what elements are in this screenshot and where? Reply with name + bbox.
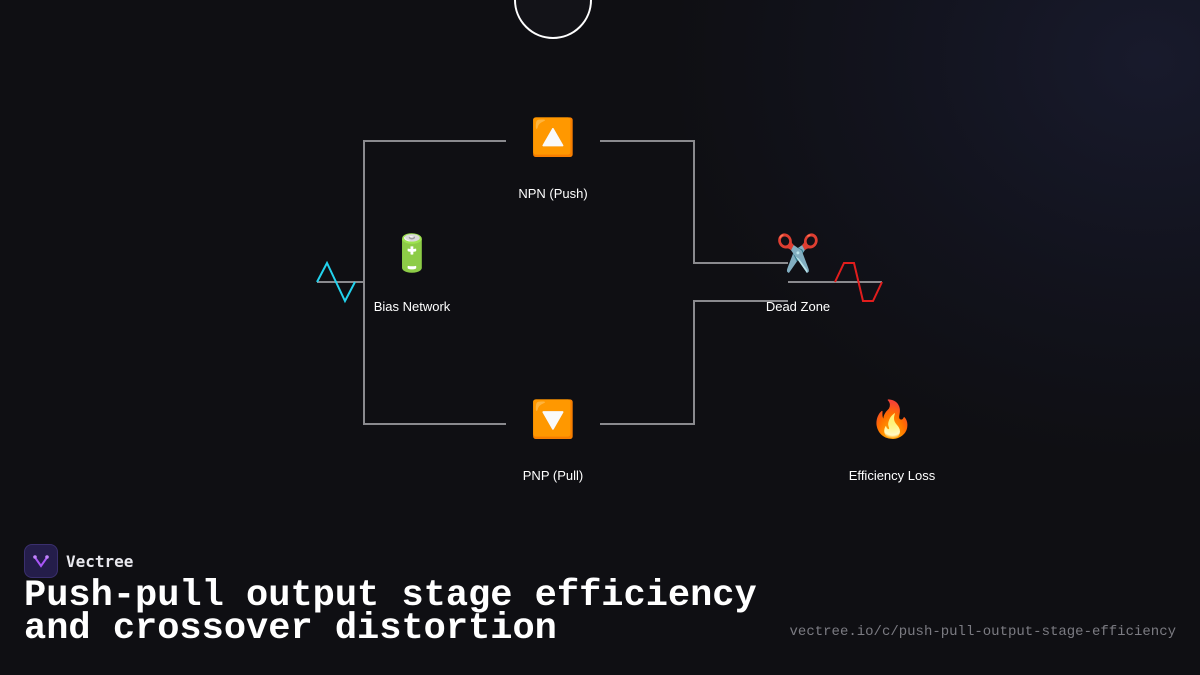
wire-bias-to-npn bbox=[363, 140, 506, 282]
node-dead-zone: ✂️ Dead Zone bbox=[766, 232, 830, 315]
down-arrow-button-icon: 🔽 bbox=[531, 399, 576, 441]
node-npn-label: NPN (Push) bbox=[518, 186, 587, 201]
brand: Vectree bbox=[24, 544, 133, 578]
top-circle-node bbox=[514, 0, 592, 39]
up-arrow-button-icon: 🔼 bbox=[531, 117, 576, 159]
page-url: vectree.io/c/push-pull-output-stage-effi… bbox=[789, 624, 1176, 640]
scissors-icon: ✂️ bbox=[776, 232, 821, 275]
wire-npn-to-deadzone bbox=[600, 140, 788, 264]
node-pnp-pull: 🔽 PNP (Pull) bbox=[523, 399, 583, 484]
node-loss-label: Efficiency Loss bbox=[849, 468, 936, 483]
node-pnp-label: PNP (Pull) bbox=[523, 468, 583, 483]
fire-icon: 🔥 bbox=[870, 399, 915, 441]
wire-bias-to-pnp bbox=[363, 282, 506, 425]
node-bias-network: 🔋 Bias Network bbox=[374, 233, 451, 315]
battery-icon: 🔋 bbox=[390, 233, 435, 275]
node-bias-label: Bias Network bbox=[374, 299, 451, 314]
page-title: Push-pull output stage efficiency and cr… bbox=[24, 575, 757, 650]
output-distorted-wave bbox=[834, 262, 883, 302]
input-sine-wave bbox=[316, 260, 356, 304]
node-deadzone-label: Dead Zone bbox=[766, 299, 830, 314]
brand-name: Vectree bbox=[66, 551, 134, 571]
wire-pnp-to-deadzone bbox=[600, 300, 788, 425]
node-efficiency-loss: 🔥 Efficiency Loss bbox=[849, 399, 936, 484]
vectree-logo-icon bbox=[24, 544, 58, 578]
node-npn-push: 🔼 NPN (Push) bbox=[518, 117, 587, 202]
